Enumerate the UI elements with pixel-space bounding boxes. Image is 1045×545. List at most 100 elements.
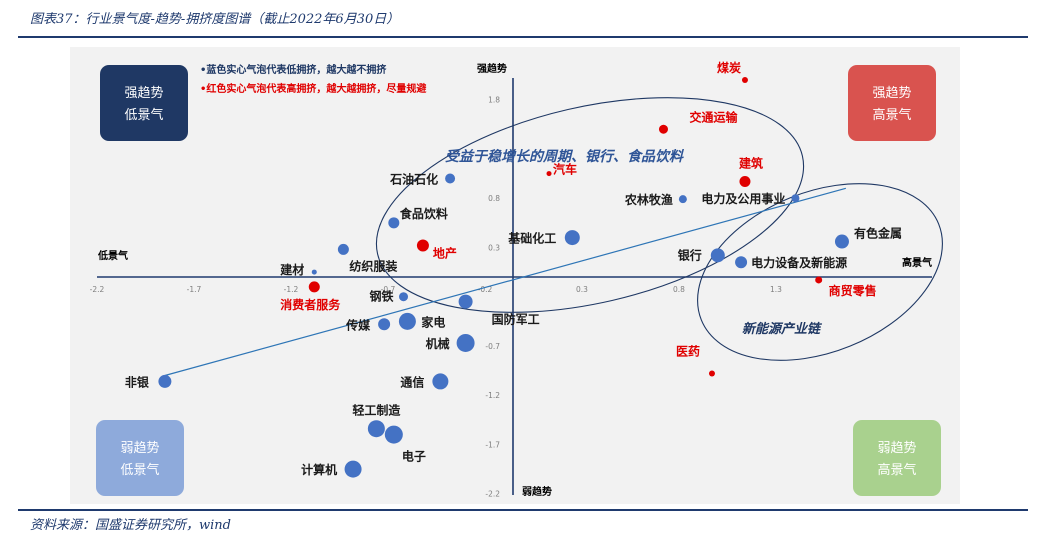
point-非银 xyxy=(158,374,172,388)
quadrant-label-br-line2: 高景气 xyxy=(877,462,916,478)
point-纺织服装 xyxy=(337,243,349,255)
point-建材 xyxy=(311,269,317,275)
y-tick-label: 0.8 xyxy=(488,194,500,203)
point-汽车 xyxy=(546,171,552,177)
quadrant-box-bl xyxy=(96,420,184,496)
point-label-石油石化: 石油石化 xyxy=(389,172,438,187)
x-tick-label: -0.2 xyxy=(478,285,493,294)
point-label-纺织服装: 纺织服装 xyxy=(349,258,397,273)
quadrant-box-br xyxy=(853,420,941,496)
upper-ellipse xyxy=(375,97,805,313)
chart-panel xyxy=(70,47,960,504)
x-tick-label: -1.2 xyxy=(284,285,299,294)
point-label-非银: 非银 xyxy=(125,374,150,389)
point-机械 xyxy=(456,333,475,352)
x-tick-label: -2.2 xyxy=(90,285,105,294)
point-label-商贸零售: 商贸零售 xyxy=(829,283,877,298)
point-label-农林牧渔: 农林牧渔 xyxy=(624,192,673,207)
y-axis-label-top: 强趋势 xyxy=(477,62,507,75)
point-食品饮料 xyxy=(388,217,400,229)
top-rule xyxy=(18,36,1028,38)
legend-red: •红色实心气泡代表高拥挤，越大越拥挤，尽量规避 xyxy=(200,82,426,95)
quadrant-label-tr-line1: 强趋势 xyxy=(872,85,911,101)
point-label-机械: 机械 xyxy=(426,336,450,351)
point-label-通信: 通信 xyxy=(400,374,424,389)
quadrant-label-br-line1: 弱趋势 xyxy=(877,440,916,456)
x-axis-label-left: 低景气 xyxy=(97,249,128,262)
y-axis-label-bottom: 弱趋势 xyxy=(522,485,552,498)
x-tick-label: 0.8 xyxy=(673,285,685,294)
point-家电 xyxy=(398,312,416,330)
figure-caption: 图表37：行业景气度-趋势-拥挤度图谱（截止2022年6月30日） xyxy=(30,12,400,27)
point-label-电力设备及新能源: 电力设备及新能源 xyxy=(751,255,847,270)
point-label-电子: 电子 xyxy=(402,449,426,464)
quadrant-box-tl xyxy=(100,65,188,141)
point-label-医药: 医药 xyxy=(676,344,700,359)
source-note: 资料来源：国盛证券研究所，wind xyxy=(30,518,231,533)
bottom-rule xyxy=(18,509,1028,511)
point-label-食品饮料: 食品饮料 xyxy=(399,206,448,221)
point-地产 xyxy=(416,239,429,252)
point-label-消费者服务: 消费者服务 xyxy=(280,297,341,312)
lower-ellipse xyxy=(697,183,943,361)
y-tick-label: -1.7 xyxy=(485,440,500,449)
point-医药 xyxy=(708,370,715,377)
point-钢铁 xyxy=(399,292,409,302)
y-tick-label: 1.8 xyxy=(488,96,500,105)
point-国防军工 xyxy=(458,294,473,309)
point-电子 xyxy=(384,425,403,444)
point-label-传媒: 传媒 xyxy=(345,317,371,332)
point-银行 xyxy=(710,248,725,263)
point-label-计算机: 计算机 xyxy=(301,462,337,477)
quadrant-label-tl-line1: 强趋势 xyxy=(124,85,163,101)
point-label-电力及公用事业: 电力及公用事业 xyxy=(701,191,785,206)
point-电力及公用事业 xyxy=(791,194,800,203)
point-轻工制造 xyxy=(367,420,385,438)
point-传媒 xyxy=(378,318,391,331)
lower-ellipse-annotation: 新能源产业链 xyxy=(742,321,823,337)
quadrant-label-tl-line2: 低景气 xyxy=(124,107,163,123)
point-基础化工 xyxy=(564,230,580,246)
point-有色金属 xyxy=(834,234,849,249)
point-label-银行: 银行 xyxy=(678,247,702,262)
x-axis-label-right: 高景气 xyxy=(902,256,932,269)
y-tick-label: -1.2 xyxy=(485,391,500,400)
y-tick-label: -0.7 xyxy=(485,342,500,351)
quadrant-box-tr xyxy=(848,65,936,141)
x-tick-label: -1.7 xyxy=(187,285,202,294)
point-label-国防军工: 国防军工 xyxy=(492,312,540,327)
point-电力设备及新能源 xyxy=(735,256,748,269)
x-tick-label: 1.3 xyxy=(770,285,782,294)
point-label-地产: 地产 xyxy=(433,245,457,260)
point-label-有色金属: 有色金属 xyxy=(854,226,902,241)
point-煤炭 xyxy=(741,77,748,83)
x-tick-label: -0.7 xyxy=(381,285,396,294)
point-通信 xyxy=(432,373,449,390)
quadrant-label-bl-line1: 弱趋势 xyxy=(120,440,159,456)
quadrant-label-bl-line2: 低景气 xyxy=(120,462,159,478)
point-label-轻工制造: 轻工制造 xyxy=(352,403,401,418)
point-label-建筑: 建筑 xyxy=(738,155,763,170)
point-商贸零售 xyxy=(815,276,823,284)
point-label-交通运输: 交通运输 xyxy=(689,109,738,124)
point-石油石化 xyxy=(445,173,456,184)
quadrant-label-tr-line2: 高景气 xyxy=(872,107,911,123)
point-label-建材: 建材 xyxy=(279,262,304,277)
point-消费者服务 xyxy=(308,281,320,293)
point-交通运输 xyxy=(658,124,668,134)
point-label-煤炭: 煤炭 xyxy=(717,60,741,75)
point-计算机 xyxy=(344,460,362,478)
point-label-家电: 家电 xyxy=(421,314,445,329)
y-tick-label: -2.2 xyxy=(485,490,500,499)
y-tick-label: 0.3 xyxy=(488,243,500,252)
legend-blue: •蓝色实心气泡代表低拥挤，越大越不拥挤 xyxy=(200,63,387,76)
upper-ellipse-annotation: 受益于稳增长的周期、银行、食品饮料 xyxy=(445,148,685,165)
point-建筑 xyxy=(739,175,751,187)
point-农林牧渔 xyxy=(678,195,687,204)
point-label-汽车: 汽车 xyxy=(553,162,577,177)
point-label-钢铁: 钢铁 xyxy=(370,289,394,304)
x-tick-label: 0.3 xyxy=(576,285,588,294)
point-label-基础化工: 基础化工 xyxy=(507,231,556,246)
trendline xyxy=(164,187,846,377)
